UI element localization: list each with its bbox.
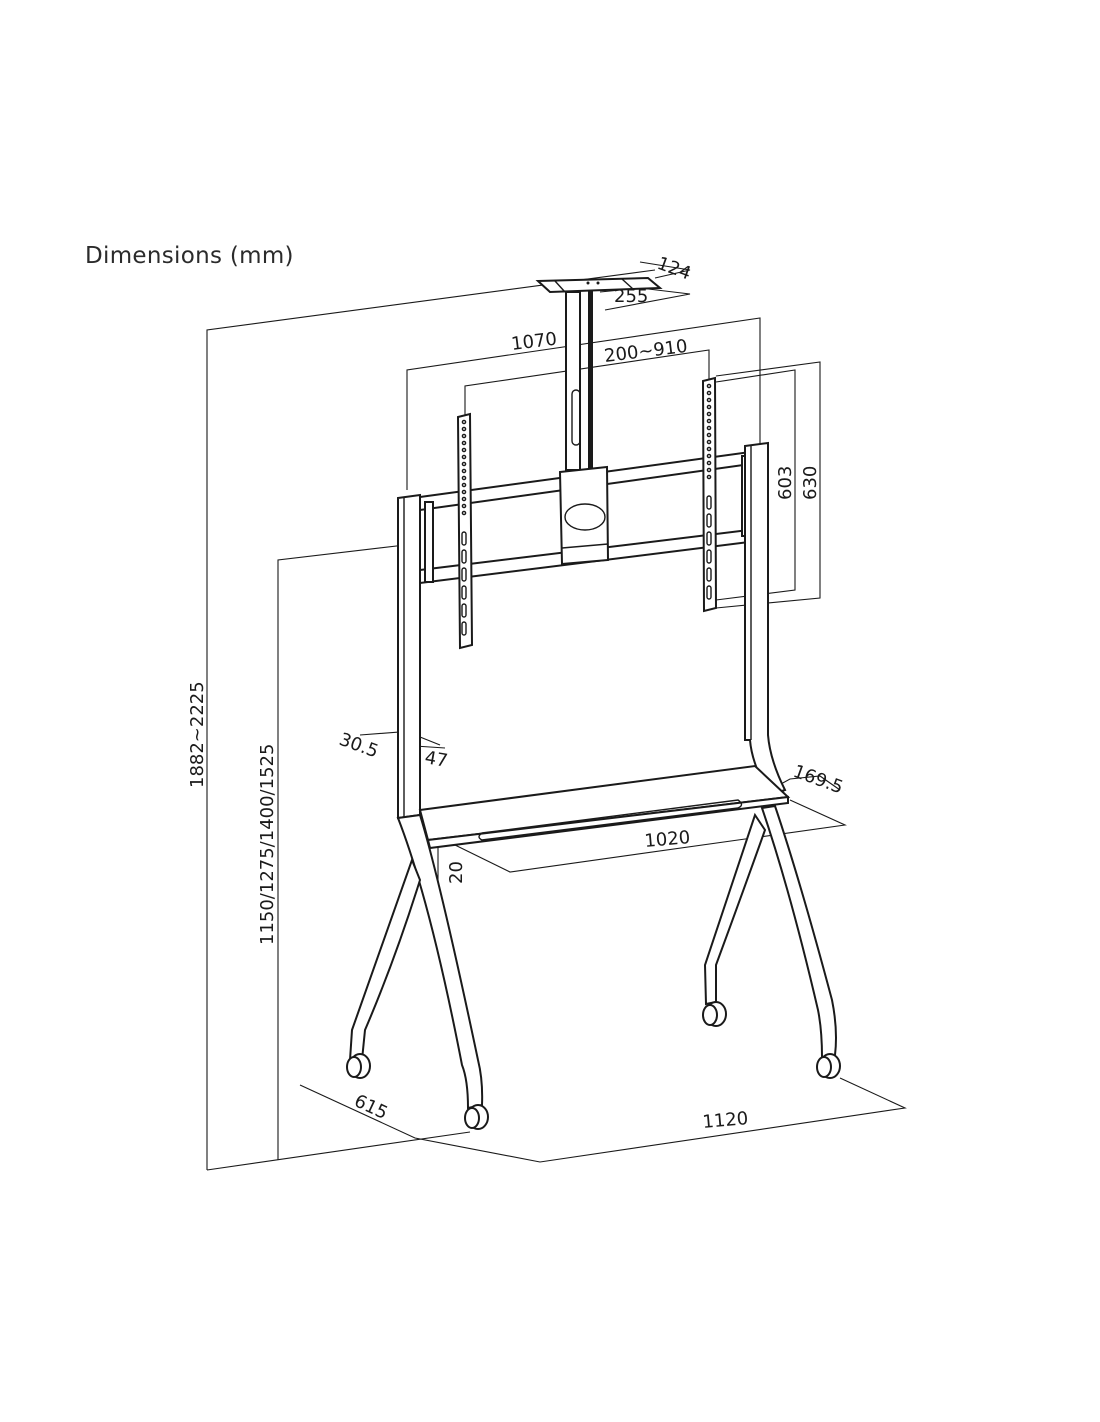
vesa-hole (706, 411, 712, 417)
vesa-slot (706, 567, 712, 582)
label-20: 20 (446, 861, 467, 884)
vesa-hole (461, 426, 467, 432)
dimension-lines (206, 261, 907, 1171)
caster-rear-left (346, 1053, 371, 1079)
vesa-hole (706, 383, 712, 389)
label-center-heights: 1150/1275/1400/1525 (257, 744, 278, 945)
vesa-hole (706, 446, 712, 452)
label-total-height: 1882~2225 (187, 681, 208, 788)
casters (346, 1001, 841, 1130)
vesa-hole (706, 425, 712, 431)
vesa-slot (461, 567, 467, 582)
label-200-910: 200~910 (603, 336, 689, 367)
vesa-hole (461, 475, 467, 481)
ceiling-plate (535, 276, 663, 294)
vesa-slot (706, 531, 712, 546)
vesa-hole (461, 503, 467, 509)
label-630: 630 (800, 466, 821, 500)
vesa-hole (461, 510, 467, 516)
vesa-hole (706, 453, 712, 459)
vesa-hole (461, 489, 467, 495)
vesa-slot (706, 495, 712, 510)
vesa-slot (461, 603, 467, 618)
vesa-slot (461, 621, 467, 636)
vesa-slot (461, 585, 467, 600)
vesa-hole (706, 404, 712, 410)
label-1120: 1120 (702, 1108, 749, 1133)
vesa-hole (461, 447, 467, 453)
vesa-hole (706, 474, 712, 480)
vesa-hole (461, 461, 467, 467)
center-column (565, 290, 593, 471)
caster-front-right (816, 1053, 841, 1079)
left-upright (397, 493, 421, 820)
caster-rear-right (702, 1001, 727, 1027)
vesa-bar-left (456, 412, 474, 650)
shelf (418, 764, 791, 850)
vesa-hole (461, 482, 467, 488)
vesa-hole (461, 419, 467, 425)
vesa-hole (706, 467, 712, 473)
vesa-hole (461, 496, 467, 502)
vesa-slot (706, 585, 712, 600)
diagram-title: Dimensions (mm) (85, 243, 294, 269)
caster-front-left (464, 1104, 489, 1130)
vesa-bar-right (701, 376, 718, 613)
label-615: 615 (351, 1090, 391, 1124)
vesa-hole (706, 432, 712, 438)
label-1020: 1020 (644, 827, 691, 852)
vesa-hole (706, 390, 712, 396)
vesa-hole (706, 397, 712, 403)
label-603: 603 (775, 466, 796, 500)
vesa-slot (461, 549, 467, 564)
label-169-5: 169.5 (790, 761, 846, 798)
vesa-hole (461, 440, 467, 446)
label-255: 255 (614, 286, 648, 307)
center-bracket (558, 465, 610, 566)
vesa-hole (461, 468, 467, 474)
vesa-hole (461, 433, 467, 439)
vesa-slot (706, 549, 712, 564)
legs (348, 804, 837, 1110)
vesa-hole (706, 439, 712, 445)
vesa-hole (706, 418, 712, 424)
label-1070: 1070 (510, 329, 558, 355)
vesa-hole (461, 454, 467, 460)
vesa-slot (461, 531, 467, 546)
label-124: 124 (654, 253, 693, 284)
label-47: 47 (423, 747, 449, 772)
vesa-hole (706, 460, 712, 466)
vesa-slot (706, 513, 712, 528)
